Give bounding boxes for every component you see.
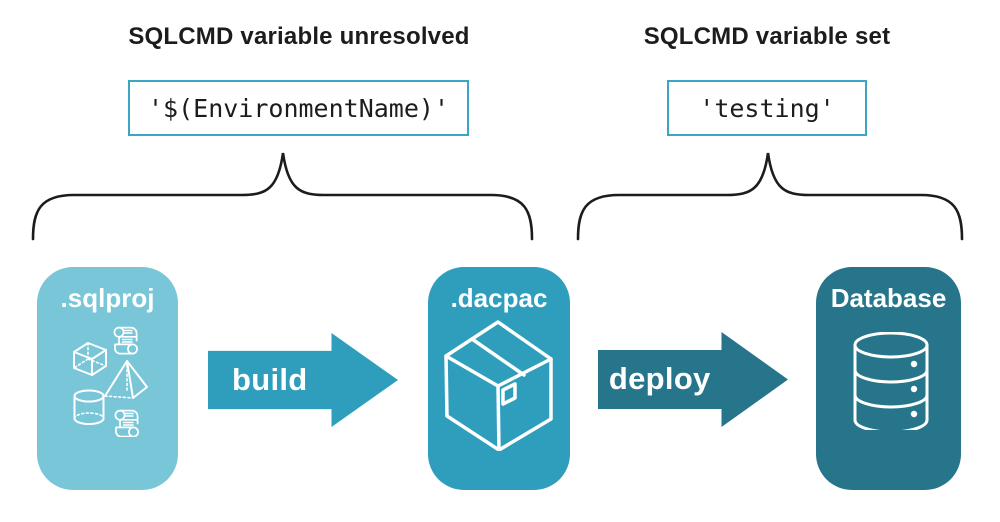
build-arrow: build	[208, 333, 398, 427]
database-cylinder-icon	[852, 331, 930, 435]
resolved-value: 'testing'	[699, 93, 835, 123]
right-brace-icon	[576, 152, 964, 241]
heading-variable-set: SQLCMD variable set	[643, 23, 891, 50]
scroll-icon	[114, 409, 139, 438]
sql-project-objects-icon	[71, 324, 149, 442]
cylinder-icon	[73, 389, 105, 425]
pyramid-icon	[104, 360, 148, 399]
scroll-icon	[113, 326, 138, 355]
dacpac-node-label: .dacpac	[450, 283, 548, 313]
environment-variable-value: '$(EnvironmentName)'	[147, 93, 450, 123]
sqlproj-node: .sqlproj	[37, 267, 178, 490]
build-arrow-label: build	[231, 361, 308, 397]
environment-variable-code-box: '$(EnvironmentName)'	[128, 80, 469, 136]
database-node: Database	[816, 267, 961, 490]
deploy-arrow-label: deploy	[608, 361, 711, 397]
left-brace-icon	[31, 152, 534, 241]
database-node-label: Database	[830, 283, 947, 313]
scope-braces	[31, 152, 964, 241]
deploy-arrow: deploy	[598, 332, 788, 427]
heading-variable-unresolved: SQLCMD variable unresolved	[128, 23, 470, 50]
resolved-value-code-box: 'testing'	[667, 80, 867, 136]
sqlproj-node-label: .sqlproj	[60, 283, 155, 313]
package-box-icon	[444, 320, 553, 456]
dacpac-node: .dacpac	[428, 267, 570, 490]
cube-icon	[73, 342, 107, 376]
